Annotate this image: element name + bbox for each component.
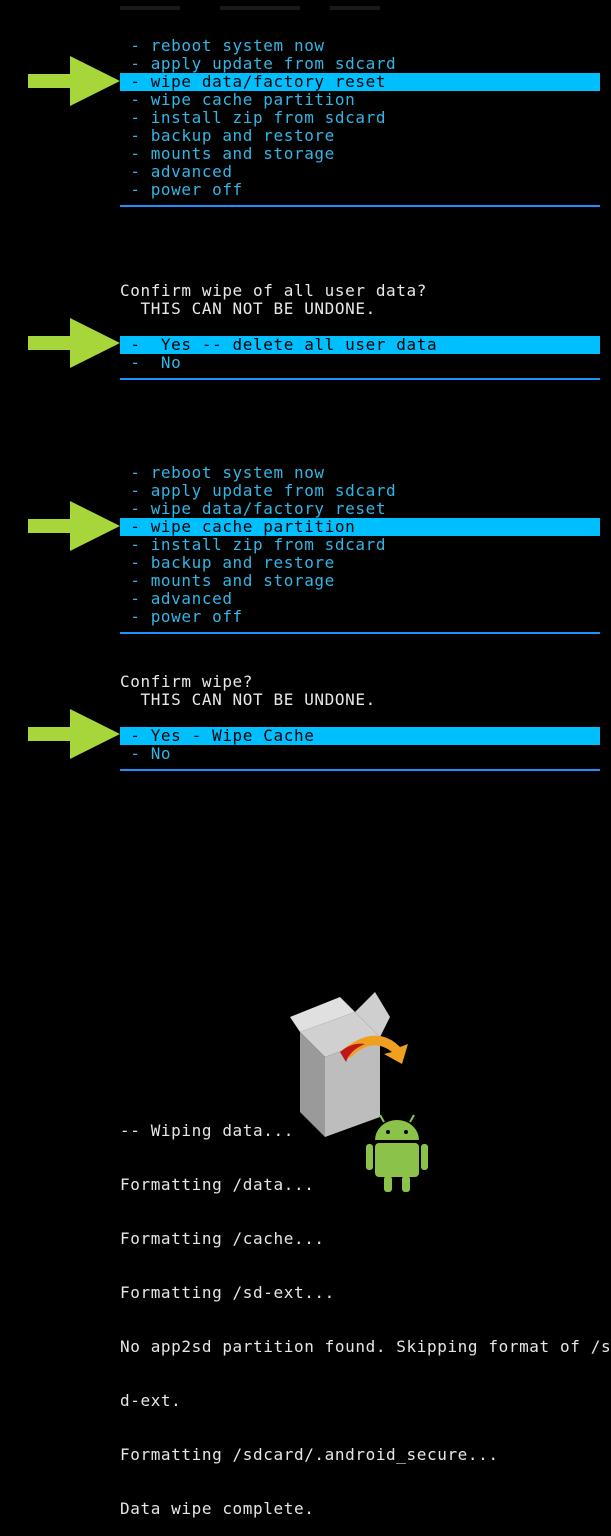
log-line: d-ext. <box>120 1391 182 1410</box>
menu1-item-install-zip[interactable]: - install zip from sdcard <box>120 108 387 127</box>
log-line: -- Wiping data... <box>120 1121 294 1140</box>
menu2-item-mounts[interactable]: - mounts and storage <box>120 571 335 590</box>
confirm2-divider <box>120 769 600 771</box>
log-line: Data wipe complete. <box>120 1499 315 1518</box>
wipe-log: -- Wiping data... Formatting /data... Fo… <box>120 1086 611 1536</box>
confirm1-option-yes[interactable]: - Yes -- delete all user data <box>120 336 600 354</box>
log-line: Formatting /sd-ext... <box>120 1283 335 1302</box>
menu2-item-apply-update[interactable]: - apply update from sdcard <box>120 481 397 500</box>
green-arrow-icon <box>28 709 120 759</box>
menu1-item-wipe-data[interactable]: - wipe data/factory reset <box>120 73 600 91</box>
menu2-item-install-zip[interactable]: - install zip from sdcard <box>120 535 387 554</box>
confirm2-title: Confirm wipe? <box>120 672 254 691</box>
menu2-item-wipe-cache[interactable]: - wipe cache partition <box>120 518 600 536</box>
confirm2-option-no[interactable]: - No <box>120 744 172 763</box>
confirm1-title: Confirm wipe of all user data? <box>120 281 427 300</box>
menu1-divider <box>120 205 600 207</box>
menu1-item-mounts[interactable]: - mounts and storage <box>120 144 335 163</box>
menu2-item-power-off[interactable]: - power off <box>120 607 243 626</box>
log-line: No app2sd partition found. Skipping form… <box>120 1337 611 1356</box>
menu2-item-backup[interactable]: - backup and restore <box>120 553 335 572</box>
log-line: Formatting /cache... <box>120 1229 325 1248</box>
menu1-item-apply-update[interactable]: - apply update from sdcard <box>120 54 397 73</box>
menu2-item-advanced[interactable]: - advanced <box>120 589 233 608</box>
confirm1-option-no[interactable]: - No <box>120 353 182 372</box>
confirm1-warning: THIS CAN NOT BE UNDONE. <box>120 299 376 318</box>
menu2-item-reboot[interactable]: - reboot system now <box>120 463 325 482</box>
menu1-item-wipe-cache[interactable]: - wipe cache partition <box>120 90 356 109</box>
android-robot-icon <box>290 992 428 1192</box>
confirm2-option-yes[interactable]: - Yes - Wipe Cache <box>120 727 600 745</box>
header-remnant <box>120 6 380 10</box>
green-arrow-icon <box>28 318 120 368</box>
menu1-item-backup[interactable]: - backup and restore <box>120 126 335 145</box>
menu2-divider <box>120 632 600 634</box>
green-arrow-icon <box>28 501 120 551</box>
confirm1-divider <box>120 378 600 380</box>
menu1-item-advanced[interactable]: - advanced <box>120 162 233 181</box>
log-line: Formatting /data... <box>120 1175 315 1194</box>
menu1-item-reboot[interactable]: - reboot system now <box>120 36 325 55</box>
confirm2-warning: THIS CAN NOT BE UNDONE. <box>120 690 376 709</box>
menu1-item-power-off[interactable]: - power off <box>120 180 243 199</box>
menu2-item-wipe-data[interactable]: - wipe data/factory reset <box>120 499 387 518</box>
log-line: Formatting /sdcard/.android_secure... <box>120 1445 499 1464</box>
green-arrow-icon <box>28 56 120 106</box>
